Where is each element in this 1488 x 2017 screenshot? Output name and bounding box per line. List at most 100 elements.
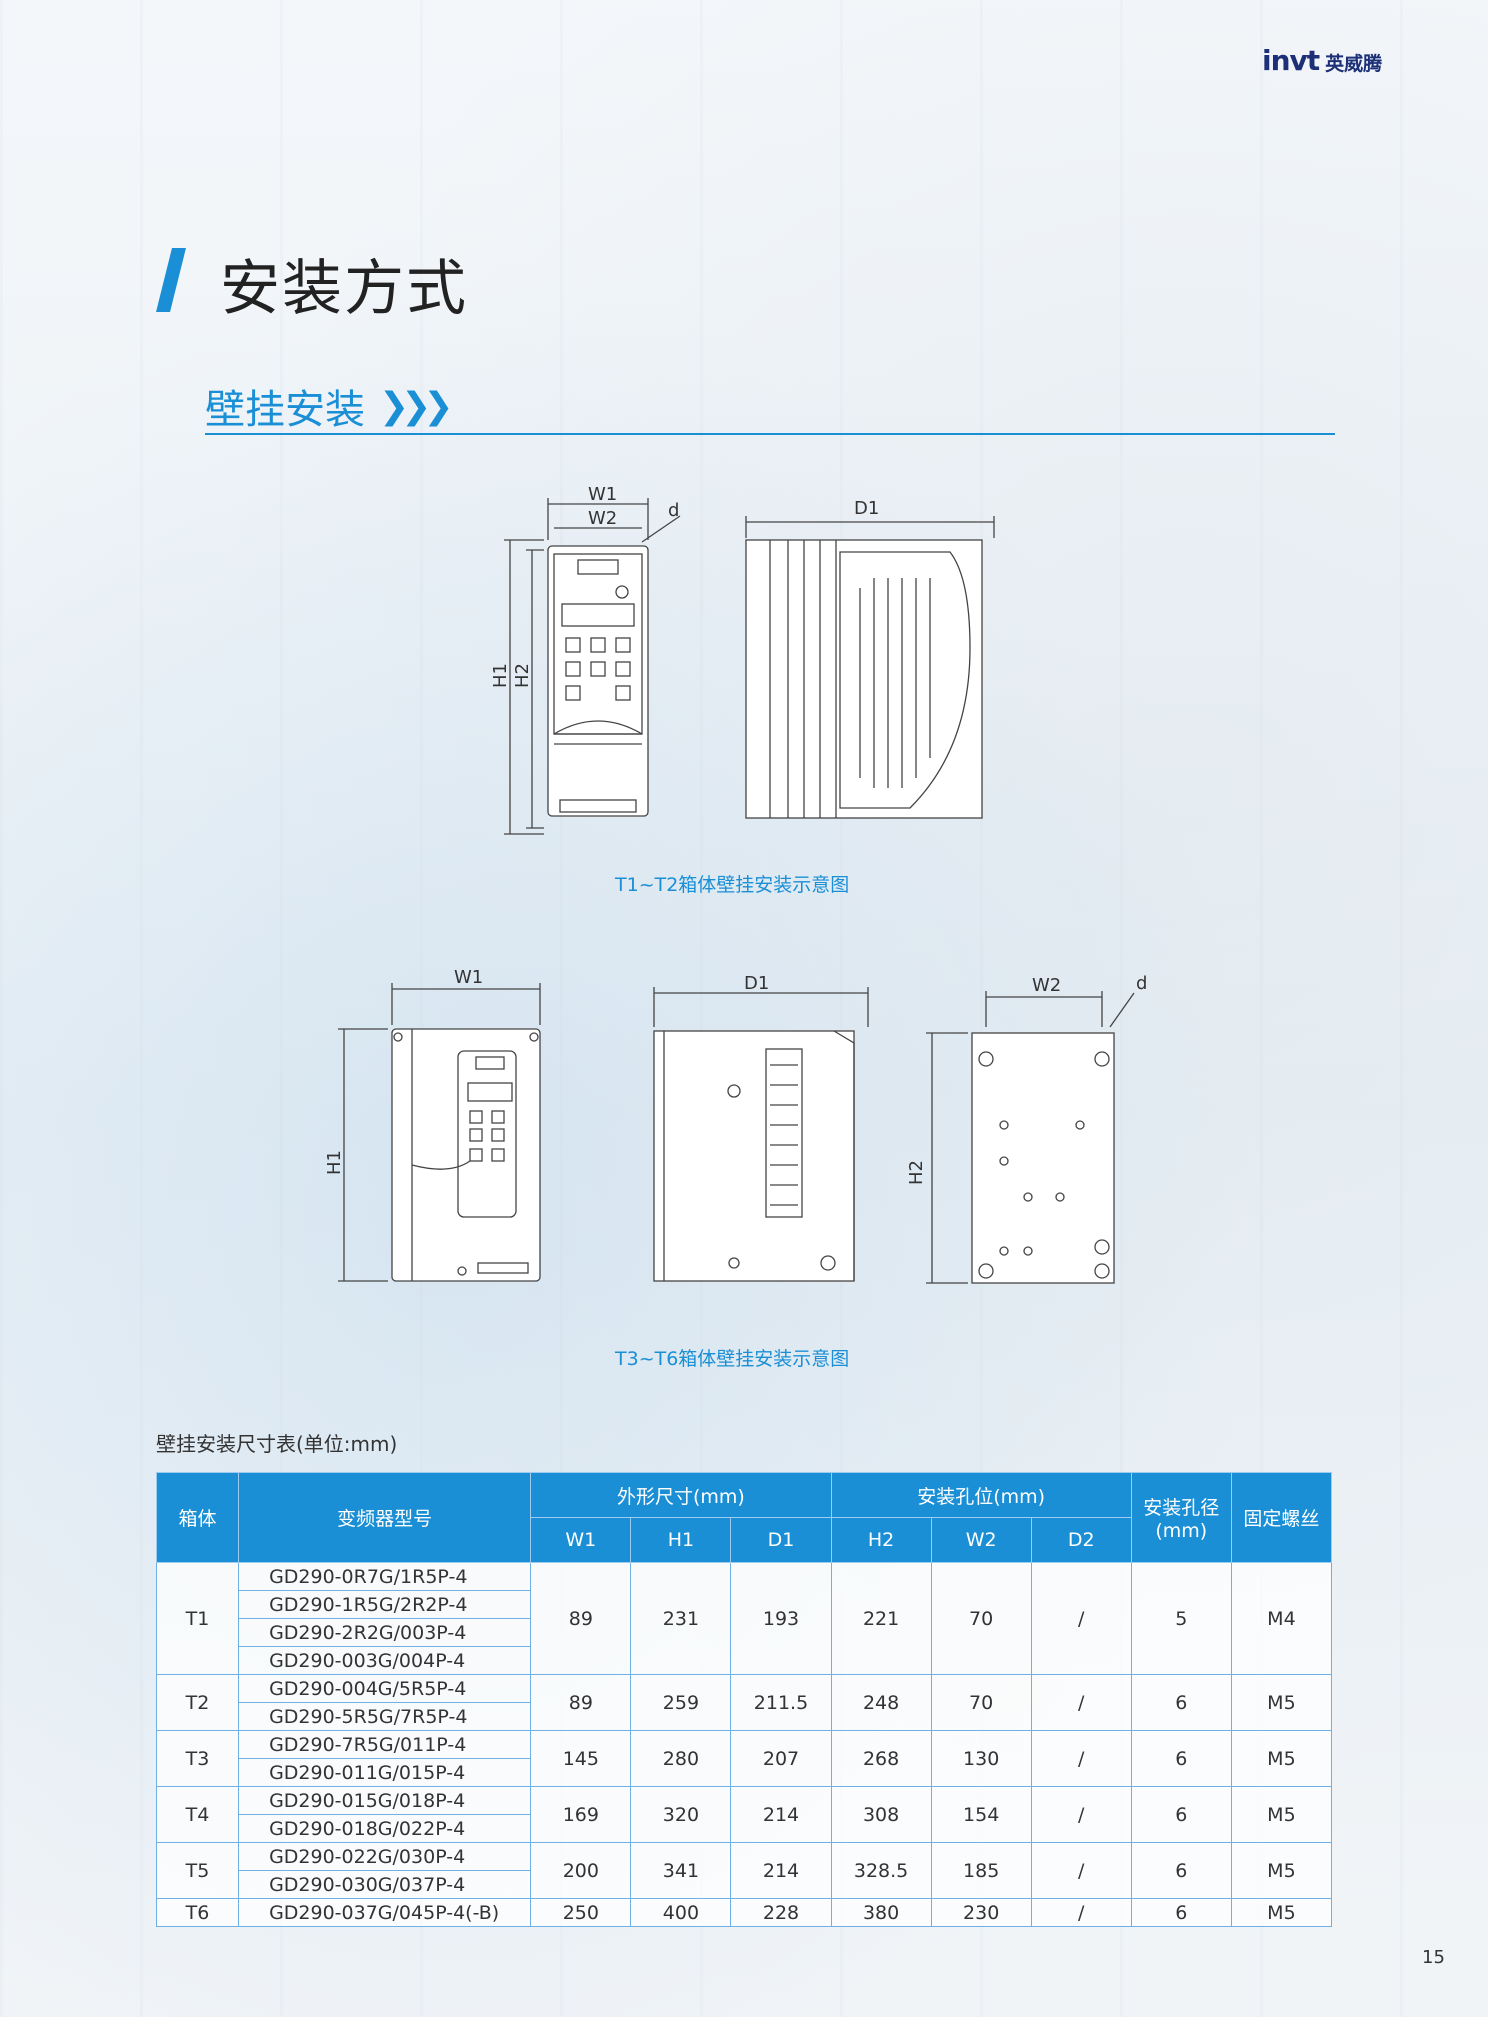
cell-hole: 6 [1130,1842,1232,1899]
cell-h2: 308 [830,1786,932,1843]
cell-h1: 341 [630,1842,732,1899]
cell-model: GD290-004G/5R5P-4 [238,1674,532,1703]
cell-w2: 70 [930,1674,1032,1731]
header-d2: D2 [1030,1517,1132,1563]
spec-table: 箱体 变频器型号 外形尺寸(mm) 安装孔位(mm) 安装孔径 (mm) 固定螺… [155,1472,1333,1927]
cell-model: GD290-0R7G/1R5P-4 [238,1562,532,1591]
cell-model: GD290-037G/045P-4(-B) [238,1898,532,1927]
diagram-t3-t6: W1 D1 W2 d H1 H2 [324,967,1147,1284]
cell-model: GD290-5R5G/7R5P-4 [238,1702,532,1731]
cell-d1: 211.5 [730,1674,832,1731]
cell-d1: 214 [730,1786,832,1843]
table-row: GD290-2R2G/003P-4 [157,1618,1332,1647]
header-h1: H1 [630,1517,732,1563]
cell-d2: / [1030,1786,1132,1843]
cell-w2: 70 [930,1562,1032,1675]
cell-model: GD290-018G/022P-4 [238,1814,532,1843]
cell-frame: T3 [155,1730,240,1787]
header-mount: 安装孔位(mm) [830,1472,1132,1518]
logo-chinese: 英威腾 [1325,53,1383,75]
cell-d1: 214 [730,1842,832,1899]
header-frame: 箱体 [155,1472,240,1563]
cell-w1: 169 [530,1786,632,1843]
cell-d2: / [1030,1674,1132,1731]
cell-screw: M5 [1230,1898,1333,1927]
cell-h2: 268 [830,1730,932,1787]
label-h1: H1 [324,1150,345,1175]
cell-screw: M5 [1230,1674,1333,1731]
cell-h1: 259 [630,1674,732,1731]
header-hole-line1: 安装孔径 [1143,1497,1220,1519]
cell-h2: 328.5 [830,1842,932,1899]
chevrons-icon: ❯❯❯ [379,385,453,427]
cell-w2: 185 [930,1842,1032,1899]
cell-h2: 380 [830,1898,932,1927]
table-row: T1 GD290-0R7G/1R5P-4 89 231 193 221 70 /… [155,1562,1333,1675]
table-row: T6 GD290-037G/045P-4(-B) 250 400 228 380… [155,1898,1333,1927]
cell-model: GD290-022G/030P-4 [238,1842,532,1871]
page-number: 15 [1422,1947,1445,1968]
header-hole: 安装孔径 (mm) [1130,1472,1232,1563]
label-d: d [1136,973,1147,994]
cell-w2: 130 [930,1730,1032,1787]
cell-screw: M5 [1230,1786,1333,1843]
label-d: d [668,500,679,521]
section-heading: 壁挂安装 ❯❯❯ [205,377,453,435]
cell-frame: T1 [155,1562,240,1675]
label-h2: H2 [512,663,533,688]
label-w2: W2 [1032,975,1061,996]
table-row: GD290-003G/004P-4 [157,1646,1332,1675]
cell-w1: 89 [530,1562,632,1675]
cell-d2: / [1030,1898,1132,1927]
cell-frame: T5 [155,1842,240,1899]
label-h2: H2 [906,1160,927,1185]
cell-screw: M4 [1230,1562,1333,1675]
header-h2: H2 [830,1517,932,1563]
header-hole-line2: (mm) [1155,1520,1208,1542]
cell-w2: 230 [930,1898,1032,1927]
diagram1-caption: T1~T2箱体壁挂安装示意图 [615,874,850,896]
header-w1: W1 [530,1517,632,1563]
cell-d2: / [1030,1730,1132,1787]
cell-h2: 221 [830,1562,932,1675]
cell-frame: T2 [155,1674,240,1731]
cell-h1: 231 [630,1562,732,1675]
table-row: T4 GD290-015G/018P-4 169 320 214 308 154… [155,1786,1333,1843]
cell-d2: / [1030,1562,1132,1675]
cell-h2: 248 [830,1674,932,1731]
cell-model: GD290-2R2G/003P-4 [238,1618,532,1647]
label-w1: W1 [454,967,483,988]
cell-d2: / [1030,1842,1132,1899]
table-row: GD290-030G/037P-4 [157,1870,1332,1899]
label-w1: W1 [588,484,617,505]
section-divider [205,433,1335,435]
section-title: 壁挂安装 [205,387,365,433]
cell-model: GD290-7R5G/011P-4 [238,1730,532,1759]
label-h1: H1 [490,663,511,688]
table-row: GD290-018G/022P-4 [157,1814,1332,1843]
cell-hole: 6 [1130,1898,1232,1927]
cell-w1: 200 [530,1842,632,1899]
cell-d1: 193 [730,1562,832,1675]
cell-h1: 280 [630,1730,732,1787]
diagram-t1-t2: W1 W2 d D1 H1 H2 [490,484,995,835]
cell-d1: 228 [730,1898,832,1927]
header-row: 箱体 变频器型号 外形尺寸(mm) 安装孔位(mm) 安装孔径 (mm) 固定螺… [155,1472,1333,1563]
label-d1: D1 [744,973,769,994]
cell-model: GD290-011G/015P-4 [238,1758,532,1787]
header-outer: 外形尺寸(mm) [530,1472,832,1518]
cell-model: GD290-1R5G/2R2P-4 [238,1590,532,1619]
cell-hole: 6 [1130,1730,1232,1787]
table-caption: 壁挂安装尺寸表(单位:mm) [156,1432,398,1456]
subheader-row: W1 H1 D1 H2 W2 D2 [157,1517,1332,1563]
label-d1: D1 [854,498,879,519]
cell-w1: 89 [530,1674,632,1731]
table-row: T2 GD290-004G/5R5P-4 89 259 211.5 248 70… [155,1674,1333,1731]
header-model: 变频器型号 [238,1472,532,1563]
cell-hole: 6 [1130,1674,1232,1731]
cell-hole: 5 [1130,1562,1232,1675]
cell-frame: T6 [155,1898,240,1927]
cell-h1: 320 [630,1786,732,1843]
cell-screw: M5 [1230,1730,1333,1787]
cell-w2: 154 [930,1786,1032,1843]
